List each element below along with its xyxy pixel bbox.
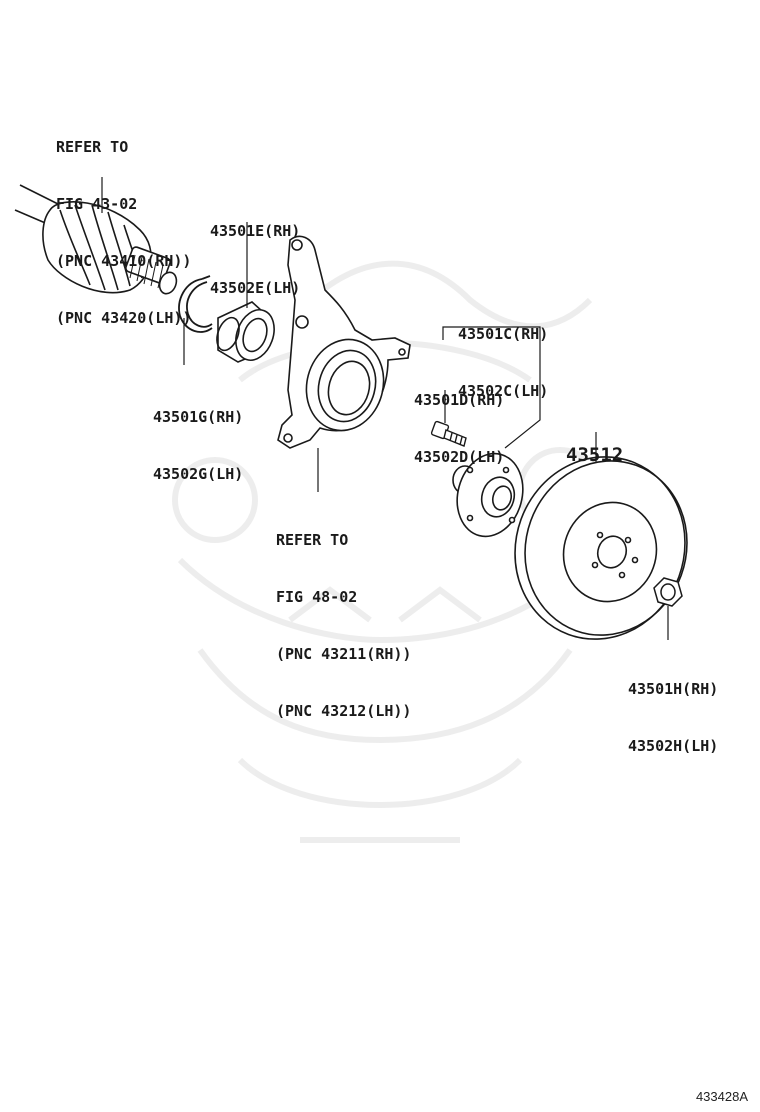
label-hub[interactable]: 43501C(RH) 43502C(LH) (458, 287, 548, 420)
refer-fig-48-02-line2: FIG 48-02 (276, 588, 358, 606)
label-disc[interactable]: 43512 (566, 408, 623, 484)
drive-shaft (14, 184, 178, 295)
brake-disc (514, 456, 688, 640)
hub-nut-lh: 43502H(LH) (628, 737, 719, 755)
refer-fig-48-02-line4: (PNC 43212(LH)) (276, 702, 412, 720)
label-hub-nut[interactable]: 43501H(RH) 43502H(LH) (628, 642, 718, 775)
snap-ring (178, 275, 213, 333)
bearing (216, 301, 275, 363)
refer-fig-43-02-line2: FIG 43-02 (56, 195, 138, 213)
label-snap-ring[interactable]: 43501G(RH) 43502G(LH) (153, 370, 243, 503)
hub-bolt-rh: 43501D(RH) (414, 391, 505, 409)
hub-rh: 43501C(RH) (458, 325, 549, 343)
bearing-rh: 43501E(RH) (210, 222, 301, 240)
label-bearing[interactable]: 43501E(RH) 43502E(LH) (210, 184, 300, 317)
disc-number: 43512 (566, 444, 624, 466)
wheel-hub (452, 452, 524, 538)
refer-fig-48-02-line1: REFER TO (276, 531, 349, 549)
snap-ring-rh: 43501G(RH) (153, 408, 244, 426)
label-refer-fig-48-02[interactable]: REFER TO FIG 48-02 (PNC 43211(RH)) (PNC … (276, 493, 411, 740)
steering-knuckle (277, 235, 411, 449)
hub-bolt-lh: 43502D(LH) (414, 448, 505, 466)
label-refer-fig-43-02[interactable]: REFER TO FIG 43-02 (PNC 43410(RH)) (PNC … (56, 100, 191, 347)
hub-bolt (430, 420, 467, 447)
hub-lh: 43502C(LH) (458, 382, 549, 400)
snap-ring-lh: 43502G(LH) (153, 465, 244, 483)
refer-fig-48-02-line3: (PNC 43211(RH)) (276, 645, 412, 663)
hub-nut-rh: 43501H(RH) (628, 680, 719, 698)
refer-fig-43-02-line3: (PNC 43410(RH)) (56, 252, 192, 270)
figure-code: 433428A (695, 1089, 748, 1104)
leader-lines (101, 177, 669, 640)
hub-nut (653, 577, 683, 607)
label-hub-bolt[interactable]: 43501D(RH) 43502D(LH) (414, 353, 504, 486)
refer-fig-43-02-line1: REFER TO (56, 138, 129, 156)
refer-fig-43-02-line4: (PNC 43420(LH)) (56, 309, 192, 327)
bearing-lh: 43502E(LH) (210, 279, 301, 297)
